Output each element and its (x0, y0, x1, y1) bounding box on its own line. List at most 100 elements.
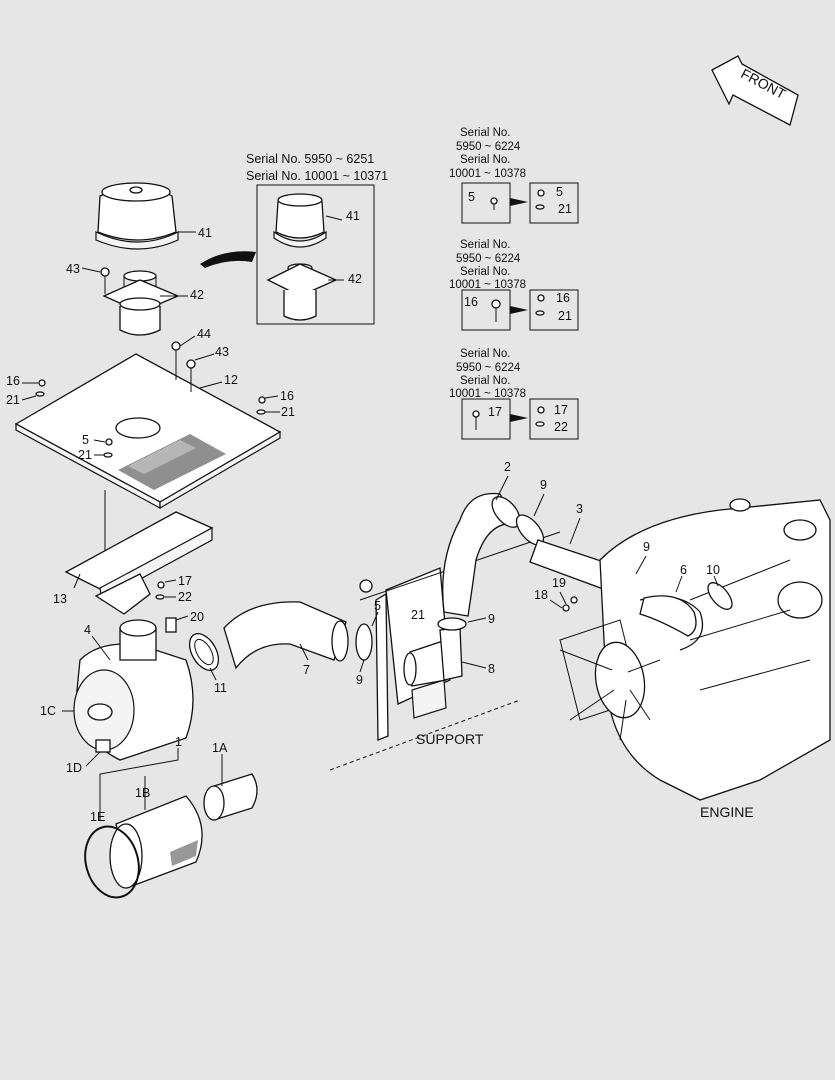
callout-5a: 5 (82, 433, 89, 447)
precleaner-cap (95, 182, 179, 250)
serial-box-3-line-4: 10001 ~ 10378 (449, 388, 526, 400)
callout-21b: 21 (281, 405, 295, 419)
serial-box-1 (461, 182, 579, 224)
support-label: SUPPORT (416, 731, 484, 747)
bracket (64, 511, 214, 615)
hose-clamp-10 (707, 582, 733, 610)
callout-41: 41 (198, 226, 212, 240)
hose-clamp-9b (437, 617, 467, 631)
leader-lines (21, 215, 719, 767)
callout-7: 7 (303, 663, 310, 677)
callout-5b: 5 (374, 599, 381, 613)
callout-19: 19 (552, 576, 566, 590)
mounting-plate (14, 353, 282, 510)
serial-box-2 (461, 289, 579, 331)
part-callouts: 41 42 43 44 43 12 16 21 16 21 5 21 13 17… (6, 226, 720, 824)
inset-precleaner (266, 193, 338, 321)
plate-fasteners (35, 341, 266, 458)
inset-serial-line-1: Serial No. 5950 ~ 6251 (246, 152, 374, 166)
callout-9d: 9 (643, 540, 650, 554)
callout-21c: 21 (78, 448, 92, 462)
callout-43b: 43 (215, 345, 229, 359)
callout-1B: 1B (135, 786, 150, 800)
serial-box-3-line-3: Serial No. (460, 375, 511, 387)
serial-box-1-text: Serial No. 5950 ~ 6224 Serial No. 10001 … (449, 127, 572, 216)
serial-box-2-line-1: Serial No. (460, 239, 511, 251)
serial-box-2-new-part-1: 16 (556, 291, 570, 305)
callout-4: 4 (84, 623, 91, 637)
intake-hose (223, 601, 349, 670)
callout-12: 12 (224, 373, 238, 387)
serial-box-3-text: Serial No. 5950 ~ 6224 Serial No. 10001 … (449, 348, 568, 434)
serial-box-1-line-2: 5950 ~ 6224 (456, 141, 521, 153)
serial-box-1-old-part: 5 (468, 190, 475, 204)
adapter-tube (102, 270, 180, 336)
callout-44: 44 (197, 327, 211, 341)
callout-11: 11 (214, 681, 227, 695)
serial-box-3-line-2: 5950 ~ 6224 (456, 362, 521, 374)
engine-label: ENGINE (700, 804, 754, 820)
filter-inner-element (203, 773, 258, 821)
inset-callout-42: 42 (348, 272, 362, 286)
bolt-17-22 (155, 581, 165, 600)
elbow-6 (639, 595, 697, 637)
serial-box-1-line-1: Serial No. (460, 127, 511, 139)
serial-box-3 (461, 398, 579, 440)
inset-frame (256, 184, 375, 325)
callout-3: 3 (576, 502, 583, 516)
callout-16b: 16 (280, 389, 294, 403)
callout-43a: 43 (66, 262, 80, 276)
hose-clamp-9a (355, 623, 373, 661)
callout-1D: 1D (66, 761, 82, 775)
air-cleaner (73, 619, 194, 761)
serial-box-3-new-part-2: 22 (554, 420, 568, 434)
callout-9b: 9 (488, 612, 495, 626)
filter-outer-element (109, 795, 203, 889)
callout-16a: 16 (6, 374, 20, 388)
callout-1: 1 (175, 735, 182, 749)
callout-21d: 21 (411, 608, 425, 622)
cap-20 (165, 617, 177, 633)
upper-hose (442, 492, 521, 617)
serial-box-1-line-3: Serial No. (460, 154, 511, 166)
bolts-18-19 (562, 596, 578, 612)
callout-1A: 1A (212, 741, 228, 755)
serial-box-1-new-part-1: 5 (556, 185, 563, 199)
serial-box-2-new-part-2: 21 (558, 309, 572, 323)
inset-serial-line-2: Serial No. 10001 ~ 10371 (246, 169, 388, 183)
callout-1E: 1E (90, 810, 105, 824)
serial-box-2-line-3: Serial No. (460, 266, 511, 278)
o-ring (84, 825, 140, 899)
callout-21a: 21 (6, 393, 20, 407)
serial-box-3-new-part-1: 17 (554, 403, 568, 417)
serial-box-2-text: Serial No. 5950 ~ 6224 Serial No. 10001 … (449, 239, 572, 323)
serial-box-3-old-part: 17 (488, 405, 502, 419)
callout-42: 42 (190, 288, 204, 302)
callout-6: 6 (680, 563, 687, 577)
callout-22: 22 (178, 590, 192, 604)
callout-10: 10 (706, 563, 720, 577)
callout-9a: 9 (356, 673, 363, 687)
callout-13: 13 (53, 592, 67, 606)
inset-pointer-arrow (200, 251, 256, 268)
serial-box-2-old-part: 16 (464, 295, 478, 309)
hose-clamp-11 (188, 633, 220, 671)
callout-9c: 9 (540, 478, 547, 492)
bolt-43 (100, 267, 110, 294)
callout-8: 8 (488, 662, 495, 676)
callout-18: 18 (534, 588, 548, 602)
callout-17: 17 (178, 574, 192, 588)
serial-box-1-new-part-2: 21 (558, 202, 572, 216)
front-direction-arrow: FRONT (711, 55, 799, 126)
serial-box-1-line-4: 10001 ~ 10378 (449, 168, 526, 180)
serial-box-2-line-2: 5950 ~ 6224 (456, 253, 521, 265)
serial-box-2-line-4: 10001 ~ 10378 (449, 279, 526, 291)
elbow-pipe (403, 627, 463, 687)
inset-callout-41: 41 (346, 209, 360, 223)
engine (559, 498, 831, 801)
callout-1C: 1C (40, 704, 56, 718)
callout-20: 20 (190, 610, 204, 624)
callout-2: 2 (504, 460, 511, 474)
